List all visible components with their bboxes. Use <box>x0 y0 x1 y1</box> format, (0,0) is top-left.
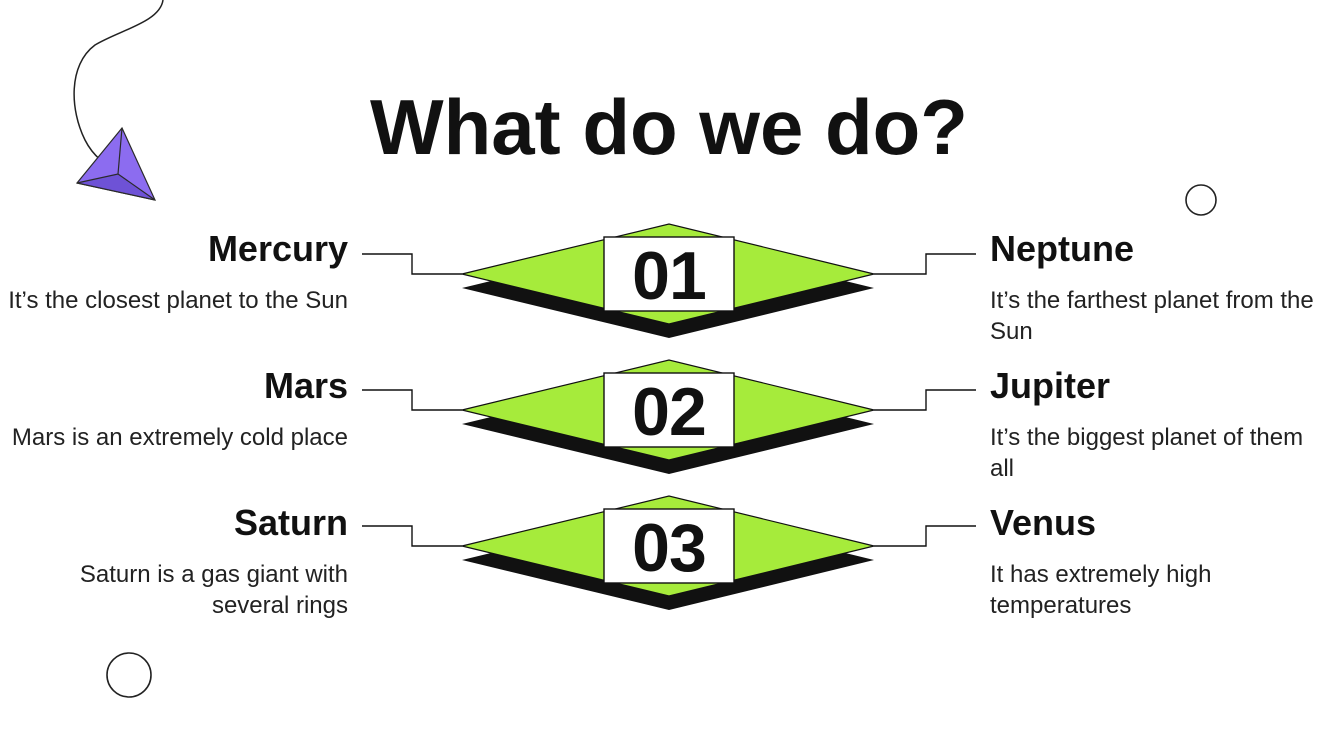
step-1-right-description: It’s the farthest planet from the Sun <box>990 287 1314 345</box>
step-2-right-connector <box>874 389 976 411</box>
step-3-right-connector <box>874 525 976 547</box>
step-3-right-description: It has extremely high temperatures <box>990 561 1212 619</box>
step-2-right-item: Jupiter It’s the biggest planet of them … <box>990 366 1320 484</box>
circle-outline-icon <box>106 652 152 698</box>
paper-plane-icon <box>75 126 157 201</box>
step-3-left-connector <box>362 525 462 547</box>
step-1-right-heading: Neptune <box>990 228 1134 269</box>
step-2-right-heading: Jupiter <box>990 365 1111 406</box>
step-3-right-item: Venus It has extremely high temperatures <box>990 503 1320 621</box>
step-2-right-description: It’s the biggest planet of them all <box>990 424 1304 482</box>
step-3-right-heading: Venus <box>990 502 1097 543</box>
step-3-left-item: Saturn Saturn is a gas giant with severa… <box>8 503 348 621</box>
step-1-left-item: Mercury It’s the closest planet to the S… <box>8 229 348 316</box>
step-2-left-description: Mars is an extremely cold place <box>11 424 348 451</box>
step-3-left-heading: Saturn <box>233 502 348 543</box>
step-2-number: 02 <box>632 374 707 450</box>
slide-title: What do we do? <box>370 83 968 171</box>
circle-outline-icon <box>1185 184 1217 216</box>
step-1-left-heading: Mercury <box>207 228 348 269</box>
step-3-left-description: Saturn is a gas giant with several rings <box>79 561 348 619</box>
step-1-right-item: Neptune It’s the farthest planet from th… <box>990 229 1320 347</box>
step-3-number: 03 <box>632 510 707 586</box>
step-2-left-item: Mars Mars is an extremely cold place <box>8 366 348 453</box>
step-2-left-heading: Mars <box>263 365 348 406</box>
step-1-number: 01 <box>632 238 707 314</box>
step-3-number-box <box>603 508 735 584</box>
step-1-number-box <box>603 236 735 312</box>
step-1-left-description: It’s the closest planet to the Sun <box>8 287 348 314</box>
step-2-left-connector <box>362 389 462 411</box>
step-1-right-connector <box>874 253 976 275</box>
step-2-number-box <box>603 372 735 448</box>
step-1-left-connector <box>362 253 462 275</box>
